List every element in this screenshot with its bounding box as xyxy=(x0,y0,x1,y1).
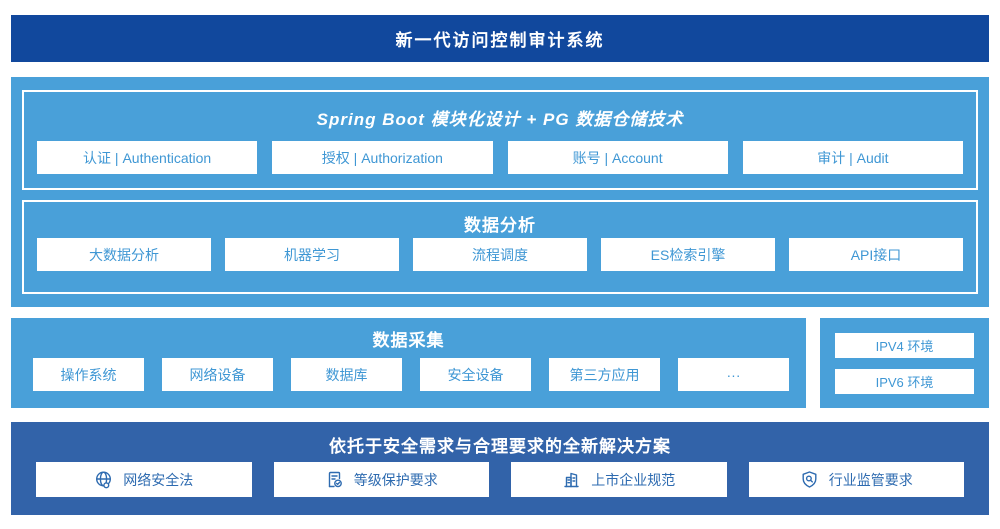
module-box-authorization: 授权 | Authorization xyxy=(272,141,493,174)
collection-box-database: 数据库 xyxy=(291,358,402,391)
system-title: 新一代访问控制审计系统 xyxy=(395,31,605,50)
solution-label: 上市企业规范 xyxy=(591,471,676,488)
analysis-box-api: API接口 xyxy=(789,238,963,271)
solution-box-classified-protection: 等级保护要求 xyxy=(273,462,489,497)
analysis-box-es: ES检索引擎 xyxy=(601,238,775,271)
buildings-icon xyxy=(562,470,581,489)
solution-box-cybersecurity-law: 网络安全法 xyxy=(36,462,252,497)
collection-title: 数据采集 xyxy=(372,331,445,350)
solution-row: 网络安全法 等级保护要求 xyxy=(36,462,964,497)
analysis-box-workflow: 流程调度 xyxy=(413,238,587,271)
env-box-ipv4: IPV4 环境 xyxy=(835,333,974,358)
platform-panel: Spring Boot 模块化设计 + PG 数据仓储技术 认证 | Authe… xyxy=(11,77,989,307)
analysis-row: 大数据分析 机器学习 流程调度 ES检索引擎 API接口 xyxy=(37,238,963,271)
collection-box-security-device: 安全设备 xyxy=(420,358,531,391)
modules-row: 认证 | Authentication 授权 | Authorization 账… xyxy=(37,141,963,174)
shield-search-icon xyxy=(800,470,819,489)
collection-row: 操作系统 网络设备 数据库 安全设备 第三方应用 ··· xyxy=(33,358,789,391)
analysis-box-bigdata: 大数据分析 xyxy=(37,238,211,271)
solution-label: 网络安全法 xyxy=(123,471,194,488)
solution-box-listed-company: 上市企业规范 xyxy=(511,462,727,497)
collection-box-os: 操作系统 xyxy=(33,358,144,391)
env-box-ipv6: IPV6 环境 xyxy=(835,369,974,394)
modules-section-title: Spring Boot 模块化设计 + PG 数据仓储技术 xyxy=(316,110,684,129)
solution-label: 等级保护要求 xyxy=(353,471,438,488)
analysis-box-ml: 机器学习 xyxy=(225,238,399,271)
solution-box-industry-regulation: 行业监管要求 xyxy=(748,462,964,497)
globe-icon xyxy=(94,470,113,489)
environment-panel: IPV4 环境 IPV6 环境 xyxy=(820,318,989,408)
collection-panel: 数据采集 操作系统 网络设备 数据库 安全设备 第三方应用 ··· xyxy=(11,318,806,408)
modules-section: Spring Boot 模块化设计 + PG 数据仓储技术 认证 | Authe… xyxy=(22,90,978,190)
analysis-section: 数据分析 大数据分析 机器学习 流程调度 ES检索引擎 API接口 xyxy=(22,200,978,294)
collection-box-thirdparty: 第三方应用 xyxy=(549,358,660,391)
module-box-authentication: 认证 | Authentication xyxy=(37,141,258,174)
system-title-banner: 新一代访问控制审计系统 xyxy=(11,15,989,62)
solution-label: 行业监管要求 xyxy=(828,471,913,488)
module-box-audit: 审计 | Audit xyxy=(742,141,963,174)
solution-title: 依托于安全需求与合理要求的全新解决方案 xyxy=(329,437,671,456)
document-check-icon xyxy=(325,470,344,489)
solution-panel: 依托于安全需求与合理要求的全新解决方案 网络安全法 xyxy=(11,422,989,515)
analysis-section-title: 数据分析 xyxy=(464,216,536,235)
collection-box-network-device: 网络设备 xyxy=(162,358,273,391)
collection-box-more: ··· xyxy=(678,358,789,391)
module-box-account: 账号 | Account xyxy=(507,141,728,174)
